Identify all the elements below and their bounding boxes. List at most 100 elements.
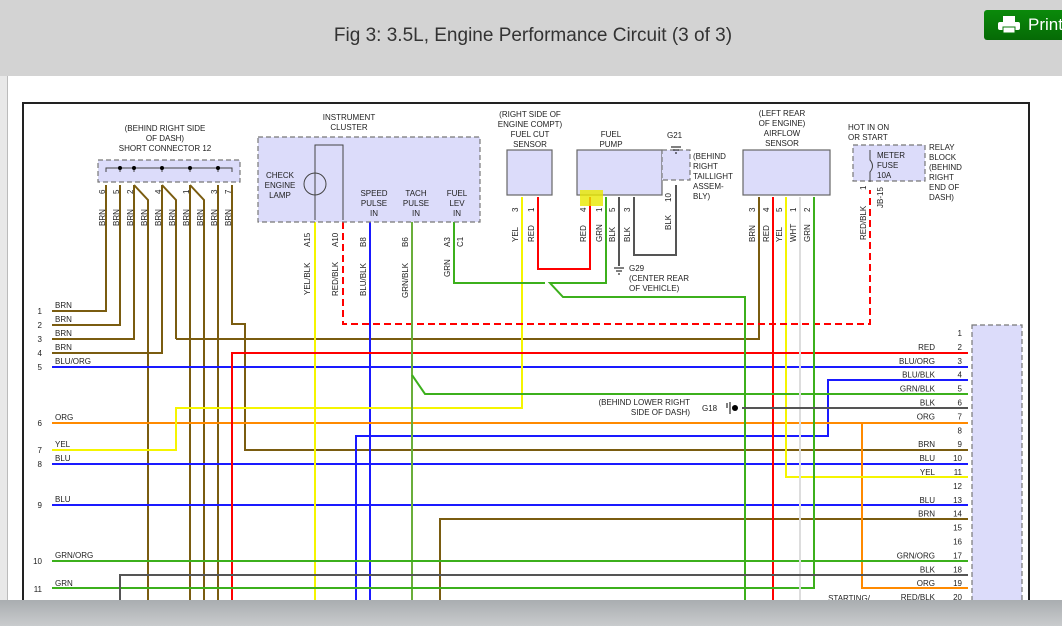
right-connector (971, 324, 1023, 600)
g21-caption: TAILLIGHT (693, 172, 733, 181)
pin-number: 1 (595, 207, 604, 212)
right-row-number: 5 (958, 385, 963, 394)
relay-block-caption: (BEHIND (929, 163, 962, 172)
wire-label: GRN (595, 224, 604, 242)
wire-grn (411, 374, 968, 395)
relay-block-caption: RELAY (929, 143, 955, 152)
splice-dot (188, 166, 192, 170)
g21-caption: (BEHIND (693, 152, 726, 161)
wire-brn (52, 185, 107, 312)
left-row-wire-label: GRN/ORG (55, 551, 93, 560)
right-row-number: 19 (953, 579, 962, 588)
left-row-number: 10 (33, 557, 42, 566)
starting-label: STARTING/ (828, 594, 871, 600)
check-engine-lamp-label: LAMP (269, 191, 291, 200)
left-row-number: 1 (38, 307, 43, 316)
relay-block-caption: BLOCK (929, 153, 957, 162)
left-row-wire-label: BRN (55, 343, 72, 352)
pin-number: 5 (775, 207, 784, 212)
short-connector-12 (97, 159, 241, 183)
g18-caption: (BEHIND LOWER RIGHT (598, 398, 690, 407)
right-row-number: 18 (953, 565, 962, 574)
right-row-number: 6 (958, 399, 963, 408)
wire-label: BLU/BLK (359, 262, 368, 296)
wire-grn (453, 222, 545, 284)
pin-number: A3 (443, 237, 452, 247)
right-row-wire-label: BRN (918, 440, 935, 449)
wire-label: BLK (608, 226, 617, 242)
g29-caption: (CENTER REAR (629, 274, 689, 283)
highlight-marker (580, 190, 603, 206)
pin-number: C1 (456, 236, 465, 247)
fuel-cut-sensor-caption: SENSOR (513, 140, 547, 149)
left-row-wire-label: BRN (55, 301, 72, 310)
right-row-number: 2 (958, 343, 963, 352)
printer-icon (998, 16, 1020, 34)
pin-number: 4 (762, 207, 771, 212)
cluster-input-label: IN (370, 209, 378, 218)
fuel-cut-sensor-caption: (RIGHT SIDE OF (499, 110, 561, 119)
fuel-cut-sensor-caption: FUEL CUT (511, 130, 550, 139)
pin-number: 3 (511, 207, 520, 212)
right-row-number: 10 (953, 454, 962, 463)
airflow-sensor-caption: OF ENGINE) (759, 119, 806, 128)
short-connector-caption: (BEHIND RIGHT SIDE (125, 124, 206, 133)
right-row-number: 7 (958, 412, 963, 421)
g21-caption: RIGHT (693, 162, 718, 171)
pin-number: 10 (664, 193, 673, 202)
wire-label: WHT (789, 224, 798, 242)
cluster-input-label: LEV (449, 199, 465, 208)
instrument-cluster-caption: INSTRUMENT (323, 113, 376, 122)
wire-label: BRN (112, 209, 121, 226)
right-row-number: 4 (958, 371, 963, 380)
pin-number: 5 (112, 189, 121, 194)
wire-label: BRN (154, 209, 163, 226)
wire-label: GRN (443, 259, 452, 277)
splice-dot (216, 166, 220, 170)
wire-label: BLK (623, 226, 632, 242)
pin-number: B6 (401, 237, 410, 247)
right-row-wire-label: ORG (917, 579, 935, 588)
wire-label: YEL (775, 226, 784, 242)
wire-label: YEL (511, 226, 520, 242)
g21-caption: BLY) (693, 192, 711, 201)
page-title: Fig 3: 3.5L, Engine Performance Circuit … (333, 25, 733, 46)
print-button[interactable]: Print (984, 10, 1062, 40)
wire-brn (439, 518, 968, 600)
left-row-number: 11 (34, 585, 43, 594)
left-row-number: 4 (38, 349, 43, 358)
wire-brn (189, 184, 205, 600)
wire-redblk (342, 190, 871, 325)
bottom-scrollbar[interactable] (0, 600, 1062, 626)
g21-connector (661, 149, 691, 181)
wire-label: BRN (210, 209, 219, 226)
airflow-sensor-caption: AIRFLOW (764, 129, 801, 138)
wire-label: BRN (140, 209, 149, 226)
wire-brn (231, 185, 968, 451)
ground-icon (614, 267, 624, 275)
left-row-number: 7 (38, 446, 43, 455)
right-row-wire-label: BLU/BLK (902, 371, 936, 380)
left-row-wire-label: BLU (55, 495, 71, 504)
cluster-input-label: FUEL (447, 189, 468, 198)
page-header: Fig 3: 3.5L, Engine Performance Circuit … (0, 0, 1062, 76)
g29-caption: OF VEHICLE) (629, 284, 680, 293)
pin-number: 3 (210, 189, 219, 194)
pin-number: 4 (579, 207, 588, 212)
pin-number: 3 (748, 207, 757, 212)
right-row-wire-label: BLK (920, 565, 936, 574)
meter-fuse-label: 10A (877, 171, 892, 180)
pin-number: 5 (608, 207, 617, 212)
wire-label: RED (762, 225, 771, 242)
g18-caption: SIDE OF DASH) (631, 408, 690, 417)
right-row-wire-label: BLU (919, 454, 935, 463)
right-row-wire-label: GRN/BLK (900, 385, 936, 394)
fuel-pump-caption: FUEL (601, 130, 622, 139)
right-row-wire-label: YEL (920, 468, 936, 477)
print-label: Print (1028, 15, 1062, 34)
wire-label: BRN (126, 209, 135, 226)
cluster-input-label: IN (453, 209, 461, 218)
wire-brn (161, 184, 177, 339)
right-row-wire-label: GRN/ORG (897, 551, 935, 560)
right-row-number: 15 (953, 524, 962, 533)
